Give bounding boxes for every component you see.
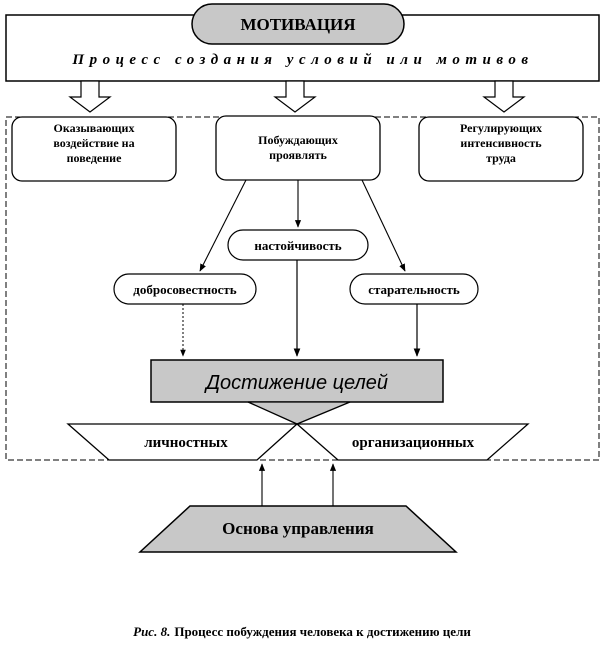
motive-box-encourage-line: Побуждающих (258, 133, 338, 147)
goal-funnel (247, 401, 351, 425)
motive-box-behavior-line: поведение (67, 151, 122, 165)
figure-caption-prefix: Рис. 8. (133, 624, 170, 639)
header-title: МОТИВАЦИЯ (240, 15, 355, 34)
quality-diligence (349, 273, 479, 305)
goal-label: Достижение целей (204, 372, 388, 394)
goal-personal-shape (66, 423, 299, 461)
goal-personal-label: личностных (144, 435, 228, 451)
motive-box-behavior-line: Оказывающих (54, 121, 135, 135)
quality-persistence-label: настойчивость (254, 238, 341, 253)
down-arrow-icon (273, 80, 317, 113)
motive-box-regulate-line: Регулирующих (460, 121, 542, 135)
goal-box (150, 359, 444, 403)
quality-diligence-label: старательность (368, 282, 460, 297)
base-shape (138, 505, 458, 553)
base-label: Основа управления (222, 519, 374, 538)
motive-box-encourage-line: проявлять (269, 148, 327, 162)
figure-caption: Рис. 8. Процесс побуждения человека к дос… (133, 624, 471, 639)
down-arrow-icon (482, 80, 526, 113)
down-arrow-icon (68, 80, 112, 113)
motive-box-behavior (11, 116, 177, 182)
quality-conscientiousness (113, 273, 257, 305)
goal-organizational-shape (295, 423, 530, 461)
title-pill (191, 3, 405, 45)
motive-box-regulate-line: интенсивность (460, 136, 542, 150)
motive-box-regulate (418, 116, 584, 182)
quality-persistence (227, 229, 369, 261)
motive-box-behavior-line: воздействие на (53, 136, 134, 150)
quality-conscientiousness-label: добросовестность (133, 282, 237, 297)
figure-caption-text: Процесс побуждения человека к достижению… (174, 624, 471, 639)
goal-organizational-label: организационных (352, 435, 475, 451)
motive-box-regulate-line: труда (486, 151, 516, 165)
header-subtitle: Процесс создания условий или мотивов (71, 52, 533, 68)
arrow-to-conscientiousness (199, 179, 247, 272)
arrow-to-diligence (361, 179, 406, 272)
